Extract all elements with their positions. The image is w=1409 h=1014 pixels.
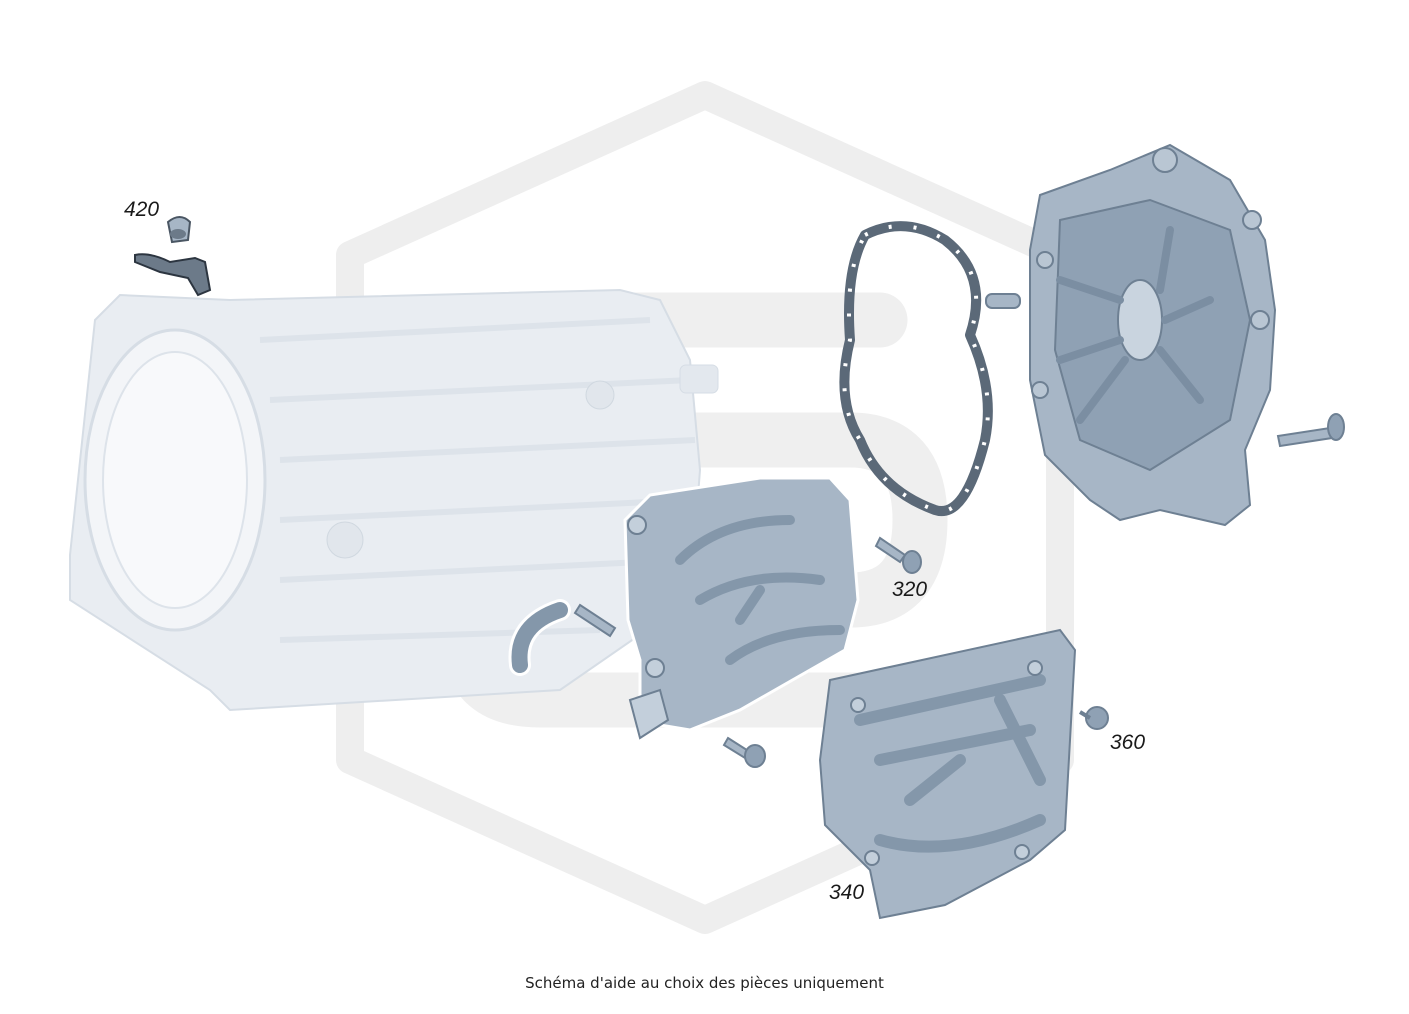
- adapter-housing[interactable]: [1029, 143, 1277, 527]
- part-340-cover[interactable]: [818, 628, 1077, 920]
- transmission-housing-ghost: [69, 288, 719, 712]
- callout-label-340: 340: [829, 881, 864, 904]
- callout-label-320: 320: [892, 578, 927, 601]
- part-360-bolt[interactable]: [1078, 706, 1109, 730]
- diagram-caption: Schéma d'aide au choix des pièces unique…: [525, 974, 884, 992]
- dowel-pin[interactable]: [985, 293, 1021, 309]
- bottom-bolt[interactable]: [722, 736, 766, 768]
- callout-label-420: 420: [124, 198, 159, 221]
- control-unit[interactable]: [623, 476, 860, 740]
- part-420-clip-bracket[interactable]: [134, 216, 212, 297]
- stud[interactable]: [573, 603, 617, 638]
- long-bolt[interactable]: [1276, 413, 1345, 448]
- part-320-bolt[interactable]: [874, 536, 922, 574]
- callout-label-360: 360: [1110, 731, 1145, 754]
- gasket[interactable]: [839, 221, 993, 517]
- hose-elbow[interactable]: [508, 599, 571, 676]
